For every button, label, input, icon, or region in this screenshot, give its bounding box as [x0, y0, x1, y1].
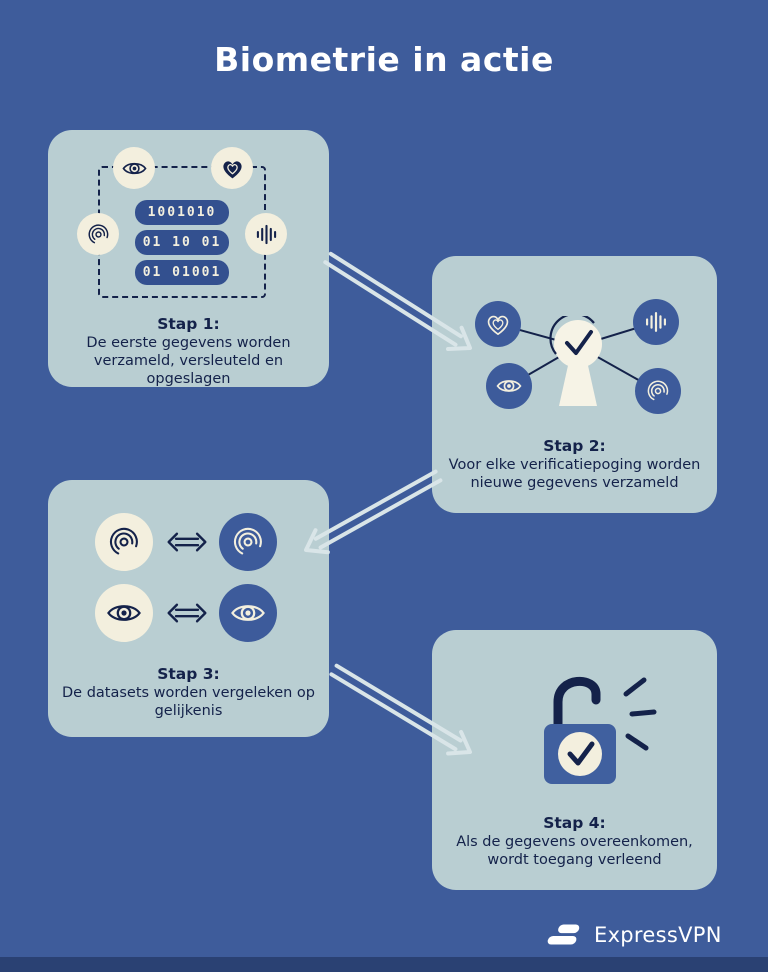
step-2-text: Stap 2: Voor elke verificatiepoging word… [436, 436, 713, 492]
voice-icon [253, 221, 280, 248]
voice-icon [642, 308, 670, 336]
voice-icon-circle [633, 299, 679, 345]
step-4-text: Stap 4: Als de gegevens overeenkomen, wo… [454, 813, 695, 869]
heart-icon [484, 310, 512, 338]
emphasis-lines-icon [623, 677, 657, 751]
step-4-heading: Stap 4: [543, 814, 606, 832]
binary-chip: 1001010 [135, 200, 229, 225]
step-4-body: Als de gegevens overeenkomen, wordt toeg… [456, 834, 693, 868]
fingerprint-icon [229, 523, 267, 561]
eye-icon [495, 372, 523, 400]
step-3-text: Stap 3: De datasets worden vergeleken op… [60, 664, 317, 720]
fingerprint-icon-circle [77, 213, 119, 255]
fingerprint-icon-circle [635, 368, 681, 414]
heart-icon [219, 155, 246, 182]
binary-chip: 01 01001 [135, 260, 229, 285]
fingerprint-icon-circle [95, 513, 153, 571]
step-3-body: De datasets worden vergeleken op gelijke… [62, 685, 315, 719]
checkmark-icon [567, 741, 595, 766]
eye-icon-circle [95, 584, 153, 642]
compare-arrows-icon [165, 599, 209, 627]
footer-bar [0, 957, 768, 972]
step-3-heading: Stap 3: [157, 665, 220, 683]
keyhole-check-icon [549, 316, 602, 406]
step-3-card: Stap 3: De datasets worden vergeleken op… [48, 480, 329, 737]
voice-icon-circle [245, 213, 287, 255]
shackle [553, 677, 601, 731]
step-1-text: Stap 1: De eerste gegevens worden verzam… [60, 314, 317, 388]
fingerprint-icon [105, 523, 143, 561]
step-2-card: Stap 2: Voor elke verificatiepoging word… [432, 256, 717, 513]
step-2-heading: Stap 2: [543, 437, 606, 455]
step-1-body: De eerste gegevens worden verzameld, ver… [86, 335, 291, 387]
heart-icon-circle [211, 147, 253, 189]
step-4-card: Stap 4: Als de gegevens overeenkomen, wo… [432, 630, 717, 890]
expressvpn-logo-mark [547, 924, 580, 945]
eye-icon-circle [486, 363, 532, 409]
page-title: Biometrie in actie [214, 40, 554, 79]
fingerprint-icon-circle [219, 513, 277, 571]
fingerprint-icon [85, 221, 112, 248]
heart-icon-circle [475, 301, 521, 347]
eye-icon [229, 594, 267, 632]
step-2-body: Voor elke verificatiepoging worden nieuw… [448, 457, 701, 491]
unlocked-padlock-icon [544, 677, 657, 784]
compare-arrows-icon [165, 528, 209, 556]
eye-icon-circle [219, 584, 277, 642]
eye-icon-circle [113, 147, 155, 189]
expressvpn-logo: ExpressVPN [546, 920, 722, 950]
step-1-card: 1001010 01 10 01 01 01001 Stap 1: De eer… [48, 130, 329, 387]
step-1-heading: Stap 1: [157, 315, 220, 333]
fingerprint-icon [644, 377, 672, 405]
eye-icon [121, 155, 148, 182]
checkmark-icon [565, 330, 593, 355]
brand-wordmark: ExpressVPN [594, 923, 722, 947]
binary-chip: 01 10 01 [135, 230, 229, 255]
eye-icon [105, 594, 143, 632]
